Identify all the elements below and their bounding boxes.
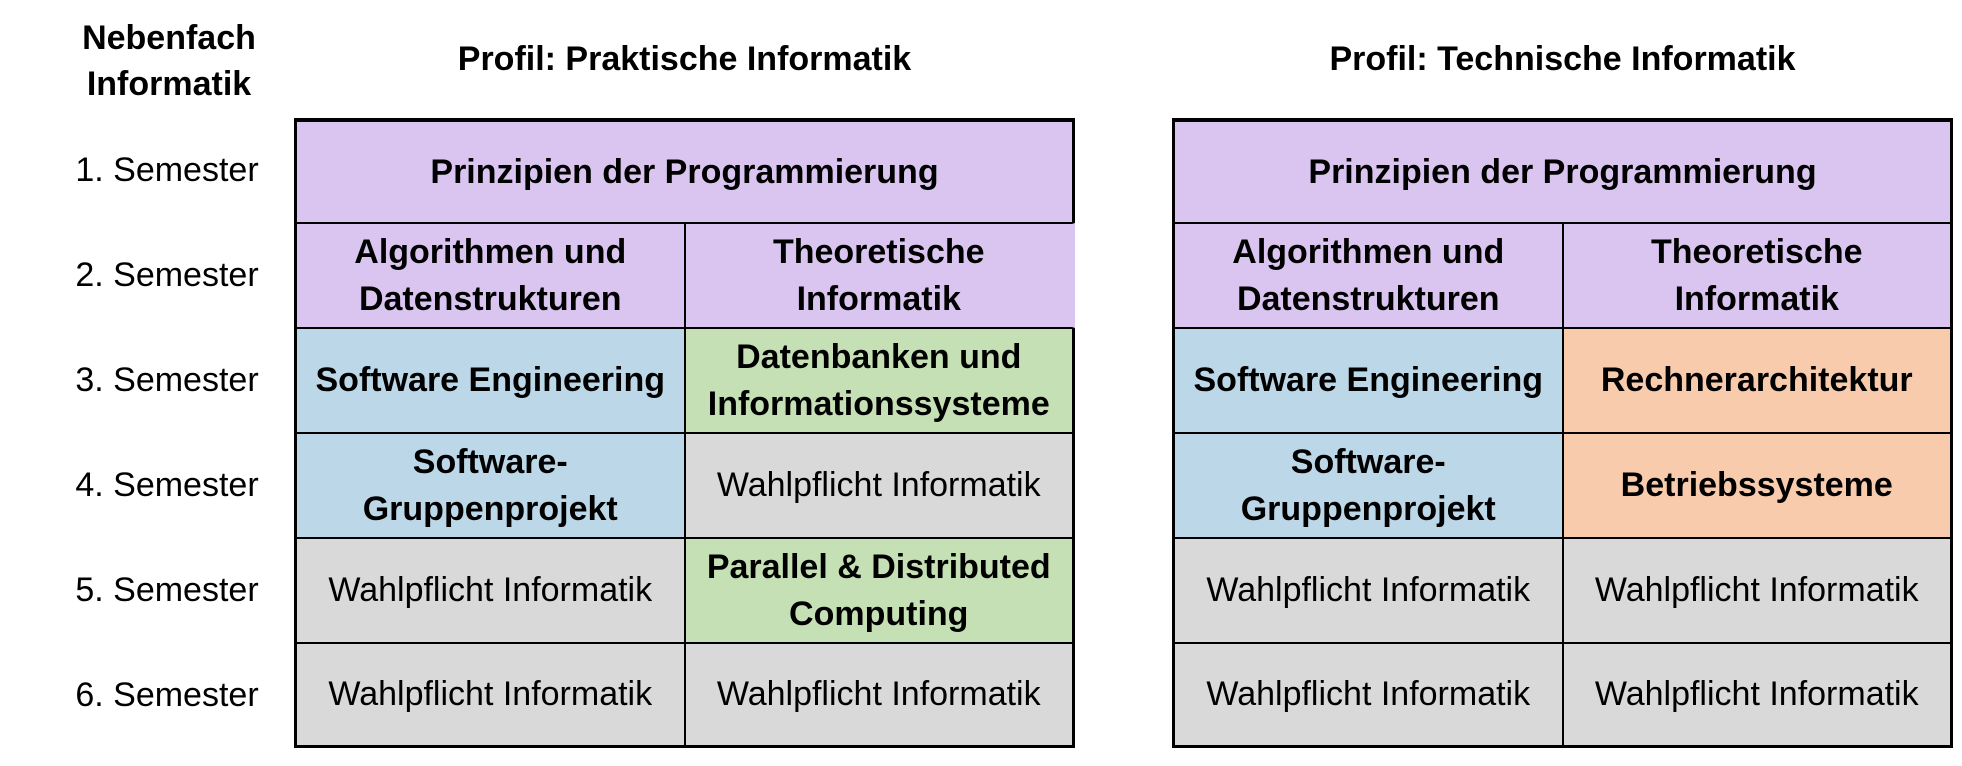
course-cell: Wahlpflicht Informatik: [1172, 643, 1563, 748]
course-cell: Software Engineering: [294, 328, 685, 433]
course-cell: Wahlpflicht Informatik: [1172, 538, 1563, 643]
semester-label-6: 6. Semester: [75, 676, 259, 714]
page-title: Nebenfach Informatik: [82, 19, 256, 103]
semester-labels: 1. Semester 2. Semester 3. Semester 4. Seme…: [40, 118, 294, 748]
course-cell: Algorithmen und Datenstrukturen: [1172, 223, 1563, 328]
course-cell: Theoretische Informatik: [684, 223, 1075, 328]
course-cell: Theoretische Informatik: [1562, 223, 1953, 328]
course-cell: Parallel & Distributed Computing: [684, 538, 1075, 643]
semester-label-2: 2. Semester: [75, 256, 259, 294]
semester-label-5: 5. Semester: [75, 571, 259, 609]
course-cell: Algorithmen und Datenstrukturen: [294, 223, 685, 328]
profile-title-technische-informatik: Profil: Technische Informatik: [1329, 40, 1796, 78]
course-cell: Software- Gruppenprojekt: [1172, 433, 1563, 538]
course-cell: Wahlpflicht Informatik: [1562, 538, 1953, 643]
course-cell: Prinzipien der Programmierung: [1172, 118, 1953, 223]
course-cell: Software- Gruppenprojekt: [294, 433, 685, 538]
course-cell: Betriebssysteme: [1562, 433, 1953, 538]
course-cell: Datenbanken und Informationssysteme: [684, 328, 1075, 433]
semester-label-3: 3. Semester: [75, 361, 259, 399]
course-cell: Wahlpflicht Informatik: [684, 433, 1075, 538]
course-cell: Wahlpflicht Informatik: [294, 538, 685, 643]
semester-label-1: 1. Semester: [75, 151, 259, 189]
semester-label-4: 4. Semester: [75, 466, 259, 504]
course-cell: Rechnerarchitektur: [1562, 328, 1953, 433]
course-cell: Software Engineering: [1172, 328, 1563, 433]
profile-title-praktische-informatik: Profil: Praktische Informatik: [457, 40, 912, 78]
course-cell: Wahlpflicht Informatik: [1562, 643, 1953, 748]
course-cell: Prinzipien der Programmierung: [294, 118, 1075, 223]
course-cell: Wahlpflicht Informatik: [684, 643, 1075, 748]
course-cell: Wahlpflicht Informatik: [294, 643, 685, 748]
